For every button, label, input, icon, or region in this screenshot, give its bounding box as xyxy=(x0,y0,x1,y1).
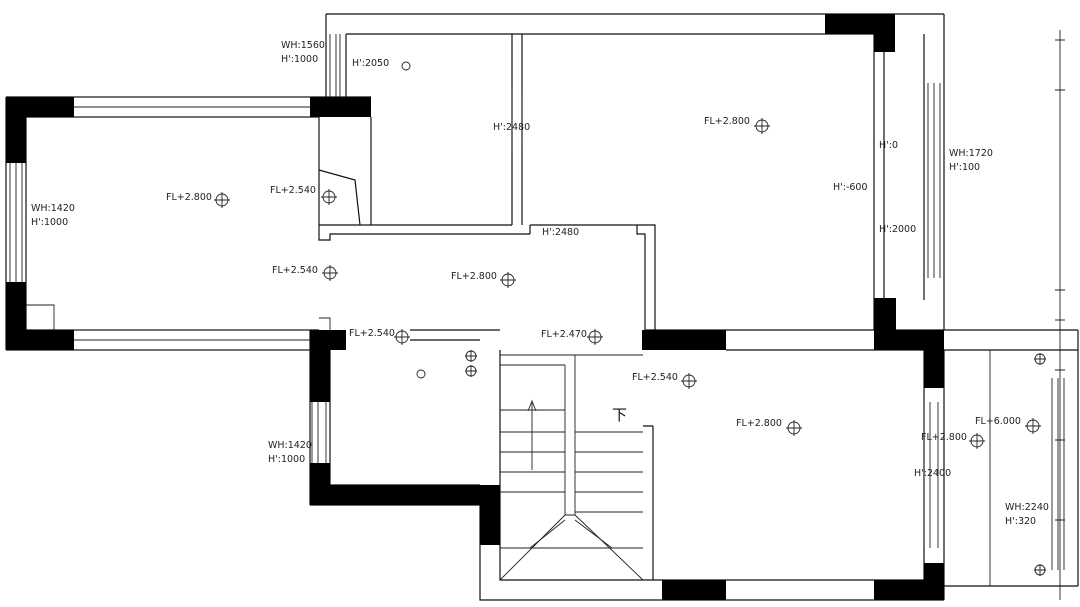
marker-symbol xyxy=(1034,564,1046,576)
dimension-edge xyxy=(1055,30,1065,600)
marker-symbol xyxy=(214,192,230,208)
height-mark: H':2480 xyxy=(493,122,530,133)
svg-text:WH:1420: WH:1420 xyxy=(31,203,75,214)
height-mark: H':-600 xyxy=(833,182,868,193)
floor-level-label: FL+2.540 xyxy=(632,372,678,383)
marker-symbol xyxy=(465,350,477,362)
windows xyxy=(9,34,1065,570)
svg-text:H':1000: H':1000 xyxy=(281,54,318,65)
marker-symbol xyxy=(754,118,770,134)
marker-symbol xyxy=(681,373,697,389)
marker-symbol xyxy=(1025,418,1041,434)
structural-columns xyxy=(6,14,944,600)
svg-text:WH:1420: WH:1420 xyxy=(268,440,312,451)
height-mark: H':2000 xyxy=(879,224,916,235)
staircase xyxy=(499,354,644,581)
svg-text:H':1000: H':1000 xyxy=(31,217,68,228)
marker-symbol xyxy=(465,365,477,377)
svg-text:H':100: H':100 xyxy=(949,162,980,173)
floor-level-label: FL+2.800 xyxy=(704,116,750,127)
window-label-right-lower: WH:2240 H':320 xyxy=(1005,502,1049,527)
svg-text:WH:1560: WH:1560 xyxy=(281,40,325,51)
svg-text:WH:2240: WH:2240 xyxy=(1005,502,1049,513)
floor-level-label: FL+2.540 xyxy=(349,328,395,339)
height-mark: H':0 xyxy=(879,140,898,151)
marker-symbol xyxy=(322,265,338,281)
walls xyxy=(5,13,1079,601)
marker-symbol xyxy=(587,329,603,345)
height-mark: H':2050 xyxy=(352,58,389,69)
floor-level-label: FL+2.800 xyxy=(921,432,967,443)
floor-level-label: FL+2.800 xyxy=(451,271,497,282)
floor-level-label: FL+2.470 xyxy=(541,329,587,340)
floor-level-label: FL+2.540 xyxy=(270,185,316,196)
marker-symbol xyxy=(786,420,802,436)
floor-level-label: FL+2.800 xyxy=(166,192,212,203)
stair-direction-label: 下 xyxy=(612,406,627,424)
window-label-left: WH:1420 H':1000 xyxy=(31,203,75,228)
window-label-middle-left: WH:1420 H':1000 xyxy=(268,440,312,465)
svg-text:WH:1720: WH:1720 xyxy=(949,148,993,159)
ceiling-light-icon xyxy=(401,61,411,71)
svg-text:H':320: H':320 xyxy=(1005,516,1036,527)
svg-text:H':1000: H':1000 xyxy=(268,454,305,465)
marker-symbol xyxy=(321,189,337,205)
window-label-right-upper: WH:1720 H':100 xyxy=(949,148,993,173)
floor-level-label: FL+2.800 xyxy=(736,418,782,429)
marker-symbol xyxy=(1034,353,1046,365)
height-mark: H':2400 xyxy=(914,468,951,479)
ceiling-light-icon xyxy=(416,369,426,379)
height-mark: H':2480 xyxy=(542,227,579,238)
window-label-top-left: WH:1560 H':1000 xyxy=(281,40,325,65)
level-markers xyxy=(214,61,1046,576)
floor-level-label: FL+2.540 xyxy=(272,265,318,276)
marker-symbol xyxy=(969,433,985,449)
marker-symbol xyxy=(394,329,410,345)
marker-symbol xyxy=(500,272,516,288)
floor-level-label: FL+6.000 xyxy=(975,416,1021,427)
